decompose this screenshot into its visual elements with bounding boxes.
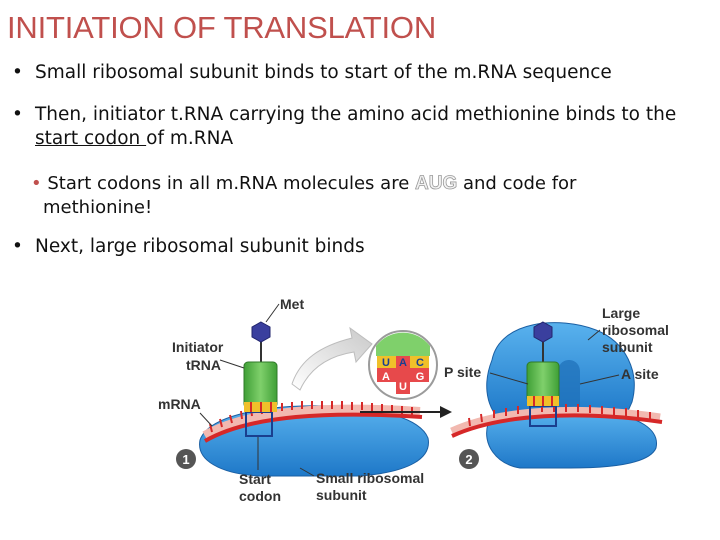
label-p-site: P site [444,364,481,380]
label-mrna: mRNA [158,396,201,412]
step-1-badge [176,449,196,469]
label-codon: codon [239,488,281,504]
step-2-badge [459,449,479,469]
step-1-label: 1 [182,452,189,467]
codon-3: G [416,371,425,383]
bullet-dot: • [12,62,23,83]
sub-bullet-text-end: and code for [462,173,577,194]
label-met: Met [280,296,304,312]
methionine-2 [533,321,553,343]
codon-1: A [382,371,390,383]
step-2-label: 2 [465,452,472,467]
bullet-2-text: Then, initiator t.RNA carrying the amino… [35,104,677,125]
start-codon-term: start codon [35,128,147,149]
mrna-strand-1 [202,404,421,441]
bullet-dot: • [12,236,23,257]
panel-2 [450,321,663,469]
bullet-1: • Small ribosomal subunit binds to start… [12,61,612,85]
label-large: Large [602,305,640,321]
anticodon-1: U [382,357,390,369]
label-initiator: Initiator [172,339,224,355]
bullet-1-text: Small ribosomal subunit binds to start o… [35,62,612,83]
initiator-trna-2 [526,342,560,406]
label-large-subunit: subunit [602,339,653,355]
sub-bullet-dot: • [31,173,42,194]
label-small-subunit: subunit [316,487,367,503]
label-a-site: A site [621,366,659,382]
mrna-backbone-2 [451,413,663,438]
sub-bullet-line2: methionine! [43,197,153,218]
label-start: Start [239,471,271,487]
bullet-3-text: Next, large ribosomal subunit binds [35,236,365,257]
initiator-trna-1 [243,342,278,412]
bullet-dot: • [12,104,23,125]
label-large-ribosomal: ribosomal [602,322,669,338]
anticodon-2: A [399,357,407,369]
codon-zoom: U A C A U G [368,330,438,400]
page-title: INITIATION OF TRANSLATION [7,10,437,45]
bullet-3: • Next, large ribosomal subunit binds [12,235,365,259]
zoom-arrow [291,326,373,391]
bullet-2-text-end: of m.RNA [146,128,234,149]
methionine-1 [251,321,271,343]
sub-bullet: • Start codons in all m.RNA molecules ar… [31,172,576,220]
mrna-backbone-1 [204,412,423,443]
aug-highlight: AUG [415,173,458,195]
label-small-ribosomal: Small ribosomal [316,470,424,486]
bullet-2: • Then, initiator t.RNA carrying the ami… [12,103,715,151]
codon-2: U [399,381,407,393]
label-trna: tRNA [186,357,221,373]
mrna-strand-2 [450,406,661,437]
sub-bullet-text: Start codons in all m.RNA molecules are [47,173,410,194]
panel-1 [199,321,429,477]
anticodon-3: C [416,357,424,369]
